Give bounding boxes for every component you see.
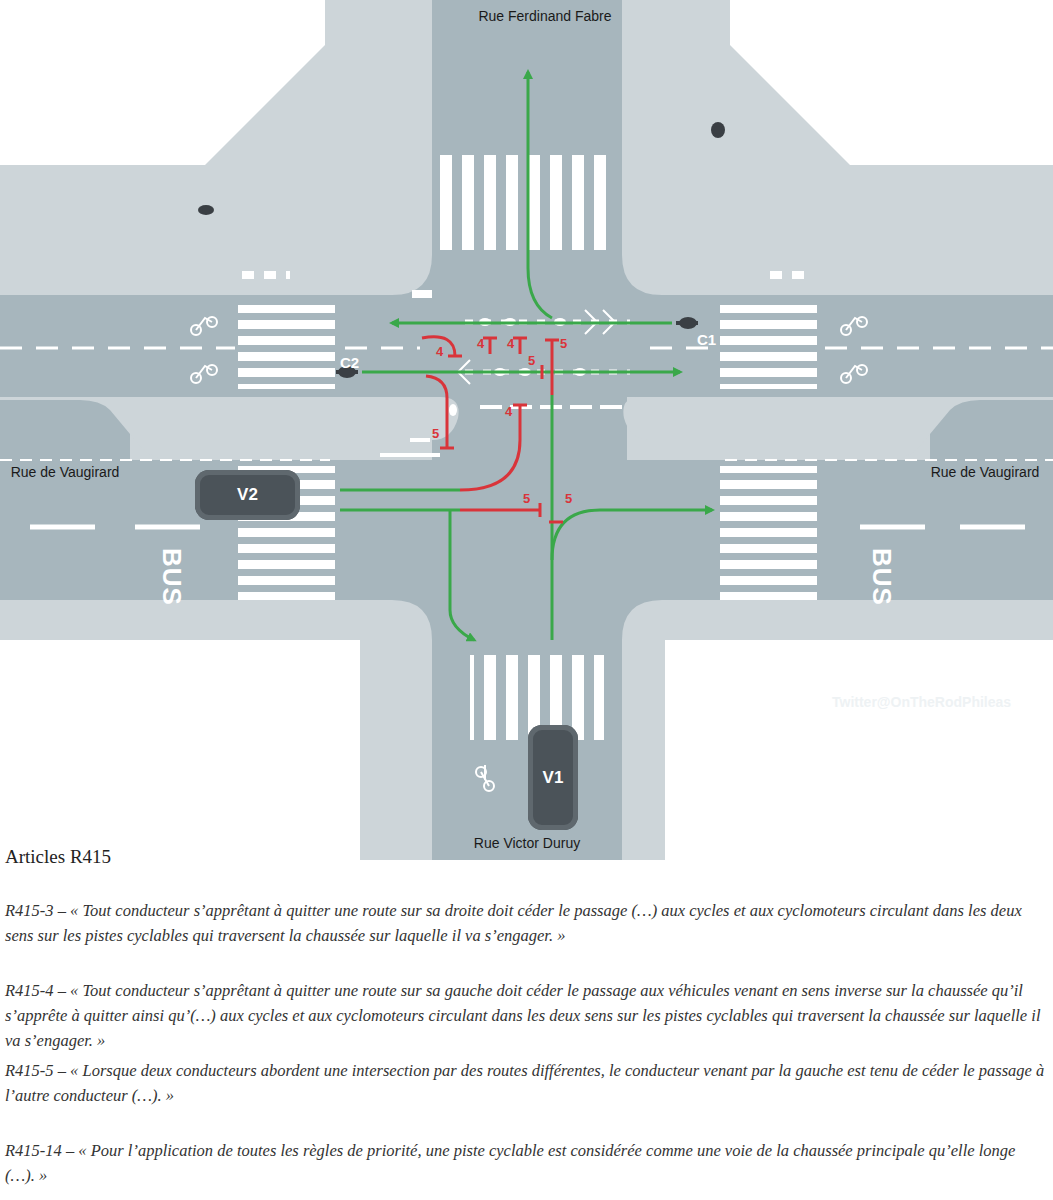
bus-lane-marking: BUS (156, 548, 187, 606)
article-text: R415-5 – « Lorsque deux conducteurs abor… (5, 1058, 1045, 1108)
callout-number: 5 (565, 491, 572, 506)
street-name: Rue de Vaugirard (931, 464, 1040, 480)
callout-number: 4 (477, 336, 484, 351)
street-name: Rue Ferdinand Fabre (478, 8, 611, 24)
car-v1: V1 (528, 725, 578, 830)
callout-number: 4 (436, 344, 443, 359)
car-v2: V2 (195, 470, 300, 520)
bus-lane-marking: BUS (866, 548, 897, 606)
cyclist-label: C2 (340, 354, 359, 371)
callout-number: 5 (528, 353, 535, 368)
callout-number: 4 (507, 336, 514, 351)
article-text: R415-14 – « Pour l’application de toutes… (5, 1138, 1045, 1188)
street-name: Rue de Vaugirard (11, 464, 120, 480)
callout-number: 5 (432, 426, 439, 441)
street-name: Rue Victor Duruy (474, 835, 580, 851)
section-heading: Articles R415 (5, 846, 111, 868)
callout-number: 4 (505, 404, 512, 419)
article-text: R415-3 – « Tout conducteur s’apprêtant à… (5, 898, 1045, 948)
vehicle-label: V2 (237, 485, 258, 505)
vehicle-label: V1 (543, 768, 564, 788)
callout-number: 5 (560, 336, 567, 351)
callout-number: 5 (523, 491, 530, 506)
watermark: Twitter@OnTheRodPhileas (832, 694, 1011, 710)
intersection-map (0, 0, 1053, 860)
article-text: R415-4 – « Tout conducteur s’apprêtant à… (5, 978, 1045, 1053)
cyclist-label: C1 (697, 331, 716, 348)
